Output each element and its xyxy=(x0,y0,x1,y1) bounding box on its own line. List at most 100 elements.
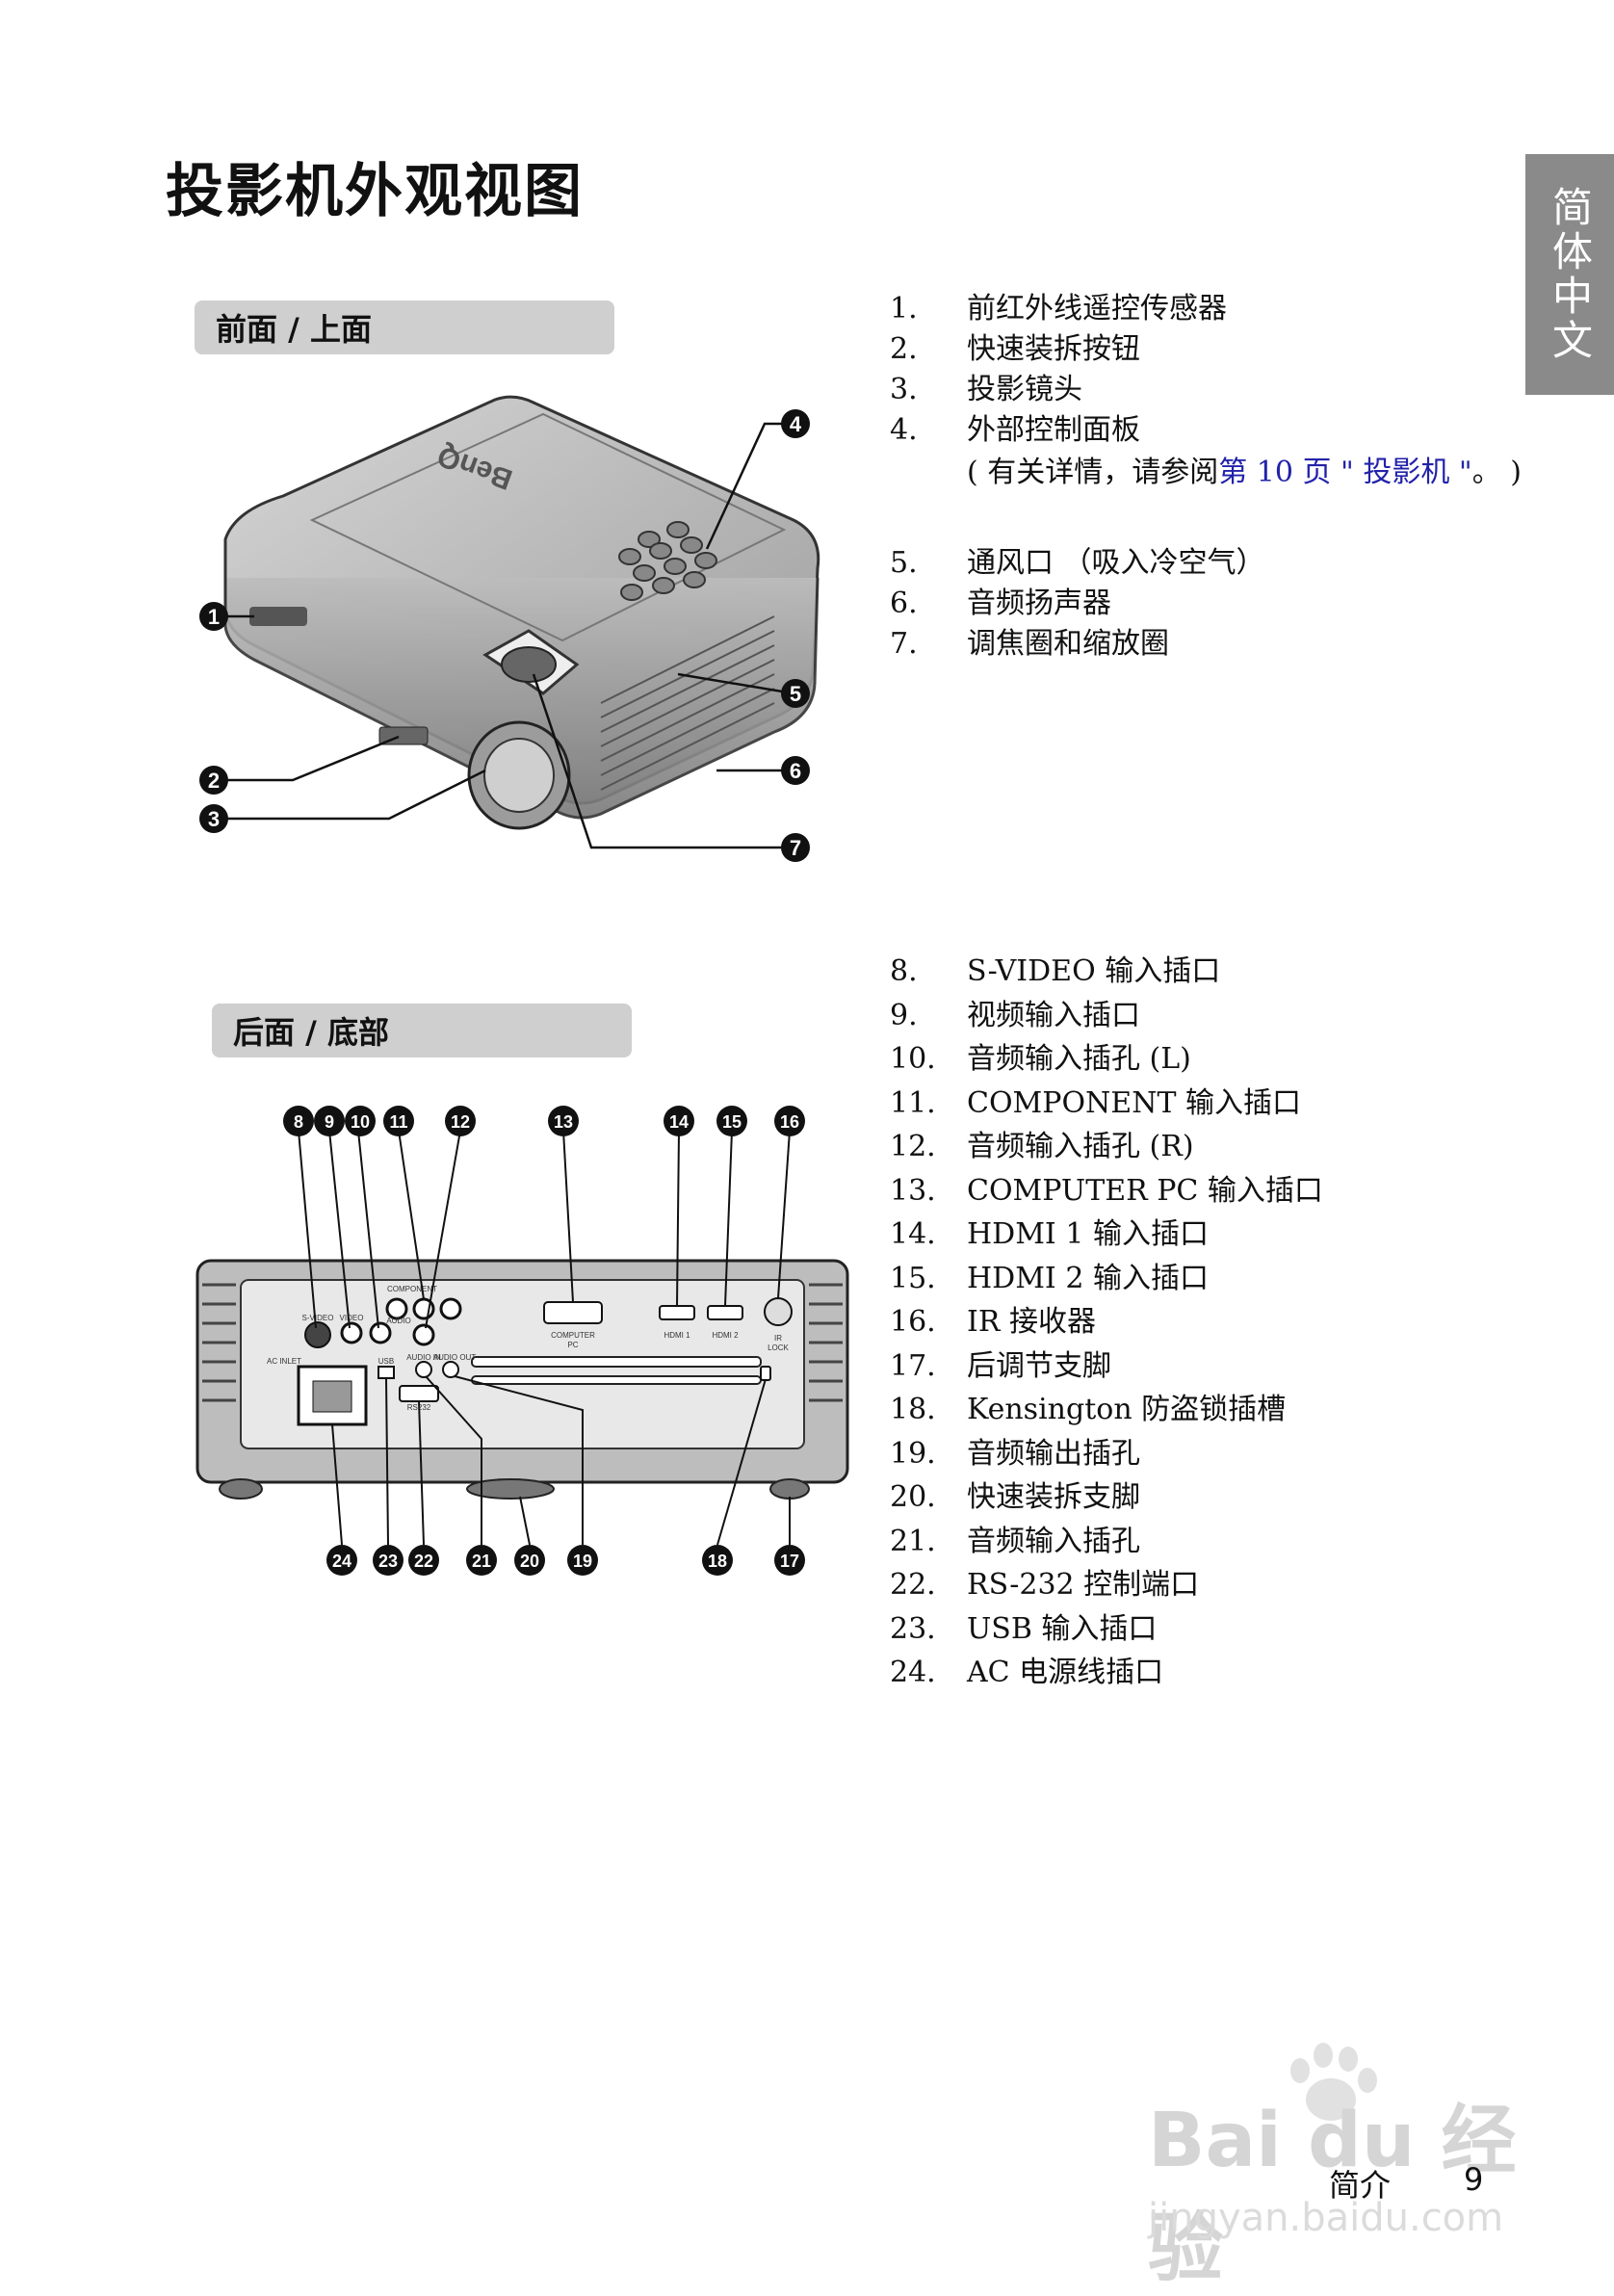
rear-adjuster-foot xyxy=(769,1478,810,1500)
callout-7: 7 xyxy=(781,833,810,862)
svg-text:7: 7 xyxy=(790,836,801,860)
svg-text:COMPONENT: COMPONENT xyxy=(387,1285,437,1293)
list-item: 13.COMPUTER PC 输入插口 xyxy=(890,1173,1323,1208)
svg-text:PC: PC xyxy=(567,1341,578,1349)
projector-side xyxy=(223,577,820,820)
list-item: 4.外部控制面板 ( 有关详情，请参阅第 10 页 " 投影机 "。 ) xyxy=(890,410,1522,543)
svg-text:AUDIO: AUDIO xyxy=(386,1317,410,1325)
focus-ring xyxy=(501,646,557,683)
list-item: 24.AC 电源线插口 xyxy=(890,1656,1164,1689)
callout-16: 16 xyxy=(774,1106,805,1136)
list-item: 19.音频输出插孔 xyxy=(890,1436,1140,1471)
svg-text:15: 15 xyxy=(722,1112,742,1132)
callout-18: 18 xyxy=(702,1545,733,1576)
svg-text:USB: USB xyxy=(378,1357,394,1366)
callout-8: 8 xyxy=(283,1106,314,1136)
svg-text:S-VIDEO: S-VIDEO xyxy=(302,1314,334,1322)
list-item: 5.通风口 （吸入冷空气） xyxy=(890,546,1265,580)
callout-17: 17 xyxy=(774,1545,805,1576)
callout-14: 14 xyxy=(664,1106,694,1136)
svg-text:19: 19 xyxy=(573,1552,592,1571)
watermark-logo: Bai du 经验 xyxy=(1148,2098,1517,2292)
list-item: 12.音频输入插孔 (R) xyxy=(890,1130,1194,1163)
svg-text:20: 20 xyxy=(520,1552,539,1571)
watermark-url: jingyan.baidu.com xyxy=(1148,2196,1504,2240)
list-item: 18.Kensington 防盗锁插槽 xyxy=(890,1393,1287,1426)
rs232-port xyxy=(399,1385,439,1402)
list-item: 8.S-VIDEO 输入插口 xyxy=(890,954,1221,988)
footer-section-label: 简介 xyxy=(1329,2167,1392,2204)
list-item: 21.音频输入插孔 xyxy=(890,1524,1140,1558)
svg-text:21: 21 xyxy=(472,1552,491,1571)
top-panel-seam xyxy=(309,412,787,642)
svg-text:24: 24 xyxy=(332,1552,351,1571)
svg-text:6: 6 xyxy=(790,759,801,783)
callout-4: 4 xyxy=(781,409,810,438)
list-item: 3.投影镜头 xyxy=(890,373,1082,406)
language-tab-label: 简体中文 xyxy=(1546,186,1594,363)
hdmi2-port xyxy=(707,1305,743,1320)
callout-19: 19 xyxy=(567,1545,598,1576)
vent-grille xyxy=(600,615,775,791)
svg-text:1: 1 xyxy=(208,605,220,629)
svg-text:AUDIO IN: AUDIO IN xyxy=(406,1353,441,1362)
usb-port xyxy=(377,1366,395,1379)
svg-text:10: 10 xyxy=(351,1112,370,1132)
list-item: 2.快速装拆按钮 xyxy=(890,332,1140,366)
svg-text:12: 12 xyxy=(451,1112,470,1132)
list-item: 11.COMPONENT 输入插口 xyxy=(890,1085,1301,1120)
watermark: Bai du 经验 jingyan.baidu.com xyxy=(1138,2042,1523,2292)
callout-10: 10 xyxy=(345,1106,376,1136)
component-port-1 xyxy=(385,1297,408,1320)
hdmi1-port xyxy=(659,1305,695,1320)
list-item: 15.HDMI 2 输入插口 xyxy=(890,1261,1209,1295)
paw-icon xyxy=(1290,2043,1377,2121)
audio-out-port xyxy=(442,1361,459,1378)
svg-text:AC INLET: AC INLET xyxy=(267,1357,301,1366)
audio-in-port xyxy=(415,1361,432,1378)
svg-text:17: 17 xyxy=(780,1552,799,1571)
cross-reference-note: ( 有关详情，请参阅第 10 页 " 投影机 "。 ) xyxy=(967,456,1522,489)
list-item: 17.后调节支脚 xyxy=(890,1348,1111,1383)
svg-text:8: 8 xyxy=(294,1112,303,1132)
front-foot xyxy=(219,1478,263,1500)
callout-1: 1 xyxy=(199,602,228,631)
section-header-front: 前面 / 上面 xyxy=(195,300,614,354)
kensington-slot xyxy=(760,1366,771,1381)
front-parts-list: 1.前红外线遥控传感器 2.快速装拆按钮 3.投影镜头 4.外部控制面板 ( 有… xyxy=(890,289,1522,665)
callout-2: 2 xyxy=(199,766,228,795)
svg-text:22: 22 xyxy=(414,1552,433,1571)
svg-text:11: 11 xyxy=(389,1112,407,1132)
svg-text:COMPUTER: COMPUTER xyxy=(551,1331,595,1340)
list-item: 16.IR 接收器 xyxy=(890,1305,1096,1339)
svg-text:18: 18 xyxy=(708,1552,727,1571)
quick-release-foot xyxy=(466,1478,555,1500)
svg-text:3: 3 xyxy=(208,807,220,831)
list-item: 22.RS-232 控制端口 xyxy=(890,1568,1200,1602)
audio-r-port xyxy=(412,1323,435,1346)
control-panel-buttons xyxy=(618,521,717,601)
projector-rear-diagram: COMPONENT COMPUTER PC HDMI 1 HDMI 2 IR L… xyxy=(195,1106,849,1576)
ir-receiver xyxy=(764,1297,793,1326)
svideo-port xyxy=(304,1321,331,1348)
callout-12: 12 xyxy=(445,1106,476,1136)
callout-15: 15 xyxy=(716,1106,747,1136)
ir-sensor xyxy=(249,607,307,626)
svg-text:14: 14 xyxy=(669,1112,689,1132)
svg-text:IR: IR xyxy=(774,1334,782,1343)
list-item: 10. 音频输入插孔 (L) xyxy=(890,1042,1191,1076)
callout-3: 3 xyxy=(199,804,228,833)
callout-6: 6 xyxy=(781,756,810,785)
page-title: 投影机外观视图 xyxy=(166,158,584,225)
svg-text:HDMI 1: HDMI 1 xyxy=(664,1331,690,1340)
list-item: 7.调焦圈和缩放圈 xyxy=(890,627,1169,661)
page-reference-link[interactable]: 第 10 页 " 投影机 " xyxy=(1218,456,1472,489)
svg-text:HDMI 2: HDMI 2 xyxy=(712,1331,739,1340)
computer-pc-port xyxy=(543,1301,603,1324)
svg-text:9: 9 xyxy=(325,1112,334,1132)
projector-front-diagram: BenQ 1 2 3 4 5 6 7 xyxy=(199,395,820,862)
svg-text:13: 13 xyxy=(554,1112,573,1132)
page-number: 9 xyxy=(1464,2161,1484,2198)
list-item: 9.视频输入插口 xyxy=(890,998,1140,1032)
callout-20: 20 xyxy=(514,1545,545,1576)
